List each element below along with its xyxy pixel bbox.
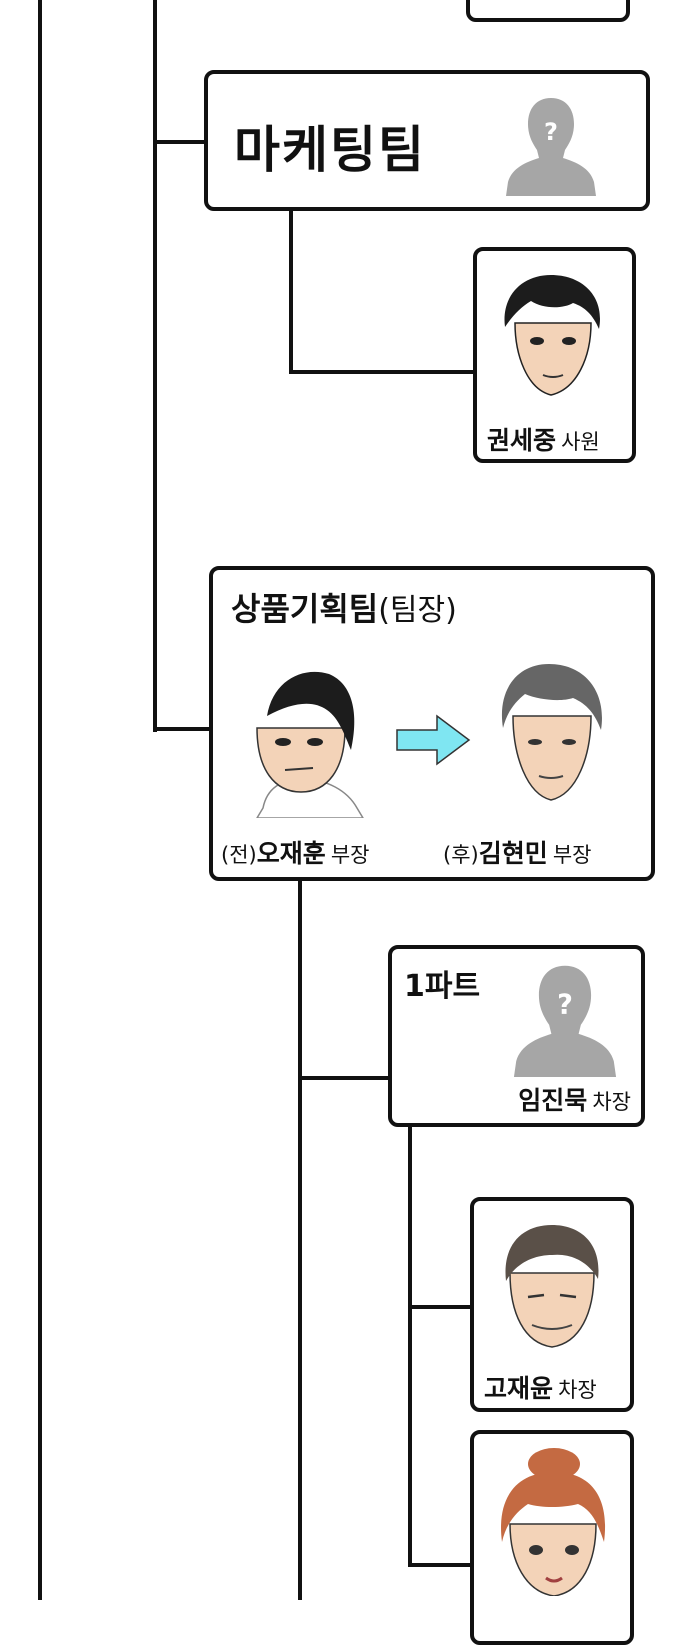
current-leader-name: 김현민 <box>478 839 548 868</box>
previous-tag: (전) <box>221 843 257 867</box>
team-leader-suffix: (팀장) <box>378 593 457 628</box>
current-leader-caption: (후)김현민 부장 <box>443 834 591 870</box>
marketing-down-line <box>289 210 293 374</box>
member-portrait <box>501 1448 606 1596</box>
next-tag: (후) <box>443 843 479 867</box>
current-leader-portrait <box>501 664 602 801</box>
branch-trunk-line <box>153 0 157 732</box>
unknown-person-icon: ? <box>506 98 596 196</box>
part1-card: 1파트 ? 임진묵 차장 <box>388 945 645 1127</box>
member-name: 고재윤 <box>484 1374 554 1403</box>
connector-marketing-member <box>289 370 477 374</box>
product-planning-team-card: 상품기획팀(팀장) (전)오재훈 부장 (후)김현민 부장 <box>209 566 655 881</box>
previous-leader-rank: 부장 <box>330 843 370 867</box>
connector-part1 <box>298 1076 390 1080</box>
unknown-question-mark: ? <box>544 118 558 146</box>
previous-leader-caption: (전)오재훈 부장 <box>221 834 369 870</box>
part1-leader-name: 임진묵 <box>518 1086 588 1115</box>
connector-product-planning <box>153 727 211 731</box>
part1-title: 1파트 <box>404 969 481 1004</box>
top-member-card-partial <box>466 0 630 22</box>
member-portrait <box>505 1225 599 1348</box>
part1-member1-card: 고재윤 차장 <box>470 1197 634 1412</box>
connector-marketing <box>153 140 205 144</box>
part1-member1-caption: 고재윤 차장 <box>484 1369 597 1405</box>
member-rank: 차장 <box>558 1378 597 1402</box>
product-planning-title: 상품기획팀 <box>231 590 379 628</box>
previous-leader-name: 오재훈 <box>256 839 326 868</box>
part1-leader-caption: 임진묵 차장 <box>518 1081 631 1117</box>
part1-down-line <box>408 1125 412 1567</box>
member-name: 권세중 <box>487 426 557 455</box>
member-portrait <box>504 275 600 396</box>
marketing-team-card: 마케팅팀 ? <box>204 70 650 211</box>
marketing-member-caption: 권세중 사원 <box>487 421 600 457</box>
connector-part1-member1 <box>408 1305 474 1309</box>
current-leader-rank: 부장 <box>552 843 592 867</box>
connector-part1-member2 <box>408 1563 474 1567</box>
part1-member2-card-partial <box>470 1430 634 1645</box>
member-rank: 사원 <box>561 430 600 454</box>
previous-leader-portrait <box>256 671 364 818</box>
marketing-team-title: 마케팅팀 <box>234 121 426 179</box>
unknown-question-mark: ? <box>557 989 573 1020</box>
main-trunk-line <box>38 0 42 1600</box>
unknown-person-icon: ? <box>513 965 617 1077</box>
arrow-right-icon <box>396 714 471 766</box>
product-planning-down-line <box>298 880 302 1600</box>
part1-leader-rank: 차장 <box>592 1090 631 1114</box>
marketing-member-card: 권세중 사원 <box>473 247 636 463</box>
product-planning-heading: 상품기획팀(팀장) <box>231 584 457 630</box>
